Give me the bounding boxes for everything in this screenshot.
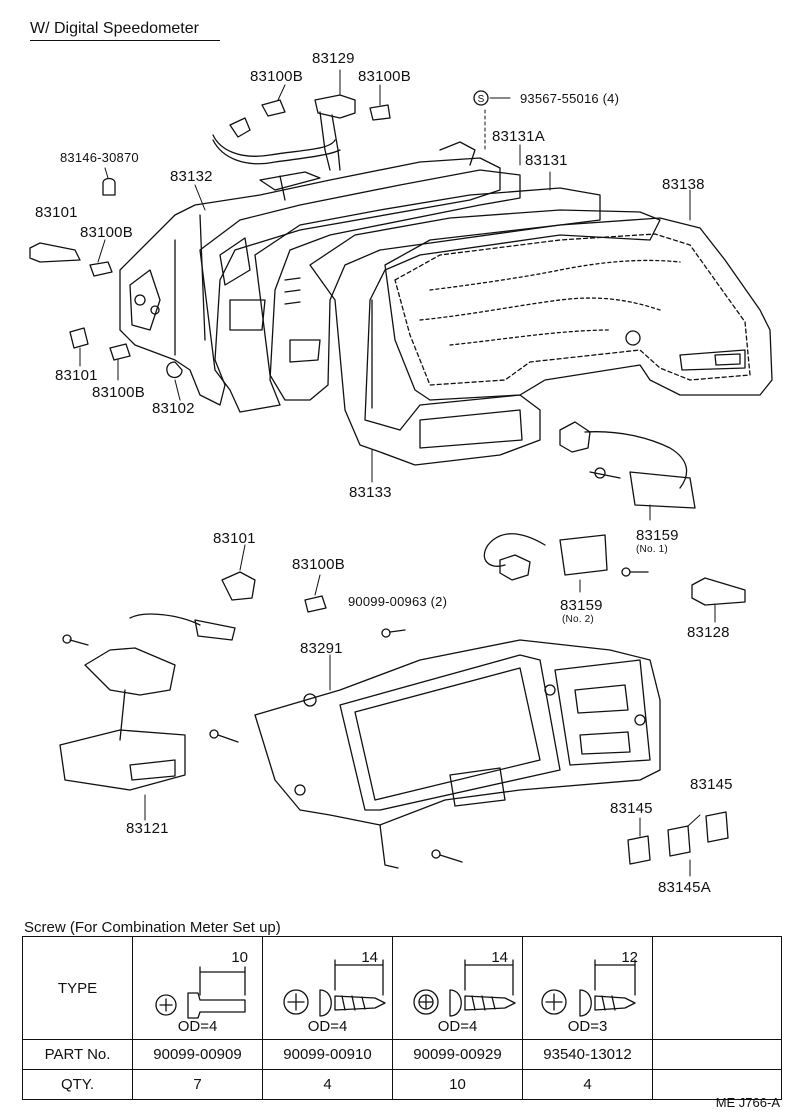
label-83100b-b: 83100B xyxy=(358,68,411,85)
empty-qty-cell xyxy=(652,1069,782,1100)
odometer-83121 xyxy=(59,613,236,791)
label-83100b-d: 83100B xyxy=(92,384,145,401)
empty-type-cell xyxy=(652,936,782,1040)
screw-2-od: OD=4 xyxy=(307,1018,348,1035)
meter-hood-83133 xyxy=(309,209,661,466)
screw-1-qty: 7 xyxy=(132,1069,263,1100)
screw-1-part: 90099-00909 xyxy=(132,1039,263,1070)
screw-2-type-cell: 14 OD=4 xyxy=(262,936,393,1040)
screw-table-caption: Screw (For Combination Meter Set up) xyxy=(24,919,281,936)
title-underline xyxy=(30,40,220,41)
label-83146-30870: 83146-30870 xyxy=(60,150,139,165)
connectors-83145 xyxy=(627,811,729,865)
meter-frame-83131a xyxy=(199,141,521,413)
type-row: TYPE 10 OD=4 14 OD=4 14 OD=4 xyxy=(22,936,782,1040)
screw-4-length: 12 xyxy=(621,949,638,966)
label-83102: 83102 xyxy=(152,400,195,417)
screw-4-type-cell: 12 OD=3 xyxy=(522,936,653,1040)
label-90099-00963: 90099-00963 (2) xyxy=(348,594,448,609)
screw-2-length: 14 xyxy=(361,949,378,966)
screw-1-length: 10 xyxy=(231,949,248,966)
label-83159-no1-note: (No. 1) xyxy=(636,544,668,555)
label-83101-c: 83101 xyxy=(213,530,256,547)
screw-1-od: OD=4 xyxy=(177,1018,218,1035)
part-row-label: PART No. xyxy=(22,1039,133,1070)
diagram-title: W/ Digital Speedometer xyxy=(30,20,199,37)
bulb-83128 xyxy=(691,577,746,606)
bulb-socket-middle xyxy=(221,571,406,638)
screw-3-length: 14 xyxy=(491,949,508,966)
label-83159-no2: 83159 xyxy=(560,597,603,614)
meter-case-83132 xyxy=(119,157,501,406)
sensor-83159-no2 xyxy=(483,533,649,581)
sensor-83159-no1 xyxy=(559,421,696,509)
label-83159-no1: 83159 xyxy=(636,527,679,544)
part-number-row: PART No. 90099-00909 90099-00910 90099-0… xyxy=(22,1039,782,1070)
screw-table: TYPE 10 OD=4 14 OD=4 14 OD=4 xyxy=(22,936,782,1100)
empty-part-cell xyxy=(652,1039,782,1070)
screw-3-qty: 10 xyxy=(392,1069,523,1100)
screw-4-qty: 4 xyxy=(522,1069,653,1100)
label-83145a: 83145A xyxy=(658,879,711,896)
standard-part-marker xyxy=(473,90,489,106)
label-83145-b: 83145 xyxy=(610,800,653,817)
label-83128: 83128 xyxy=(687,624,730,641)
screw-2-qty: 4 xyxy=(262,1069,393,1100)
screw-3-od: OD=4 xyxy=(437,1018,478,1035)
digital-module-83291 xyxy=(209,639,661,869)
screw-4-od: OD=3 xyxy=(567,1018,608,1035)
label-83133: 83133 xyxy=(349,484,392,501)
qty-row-label: QTY. xyxy=(22,1069,133,1100)
figure-code: ME J766-A xyxy=(715,1095,780,1110)
circuit-plate-83131 xyxy=(254,187,601,401)
svg-text:S: S xyxy=(478,94,485,105)
label-83159-no2-note: (No. 2) xyxy=(562,614,594,625)
label-83100b-a: 83100B xyxy=(250,68,303,85)
label-83291: 83291 xyxy=(300,640,343,657)
label-83101-a: 83101 xyxy=(35,204,78,221)
label-93567-55016: 93567-55016 (4) xyxy=(520,91,620,106)
label-83145-a: 83145 xyxy=(690,776,733,793)
label-83131a: 83131A xyxy=(492,128,545,145)
quantity-row: QTY. 7 4 10 4 xyxy=(22,1069,782,1100)
screw-2-part: 90099-00910 xyxy=(262,1039,393,1070)
label-83131: 83131 xyxy=(525,152,568,169)
leader-lines xyxy=(79,69,716,877)
label-83100b-e: 83100B xyxy=(292,556,345,573)
label-83100b-c: 83100B xyxy=(80,224,133,241)
label-83129: 83129 xyxy=(312,50,355,67)
label-83101-b: 83101 xyxy=(55,367,98,384)
meter-lens-83138 xyxy=(384,217,773,401)
label-83132: 83132 xyxy=(170,168,213,185)
screw-1-type-cell: 10 OD=4 xyxy=(132,936,263,1040)
label-83138: 83138 xyxy=(662,176,705,193)
screw-3-part: 90099-00929 xyxy=(392,1039,523,1070)
type-row-label: TYPE xyxy=(22,936,133,1040)
screw-4-part: 93540-13012 xyxy=(522,1039,653,1070)
label-83121: 83121 xyxy=(126,820,169,837)
screw-3-type-cell: 14 OD=4 xyxy=(392,936,523,1040)
